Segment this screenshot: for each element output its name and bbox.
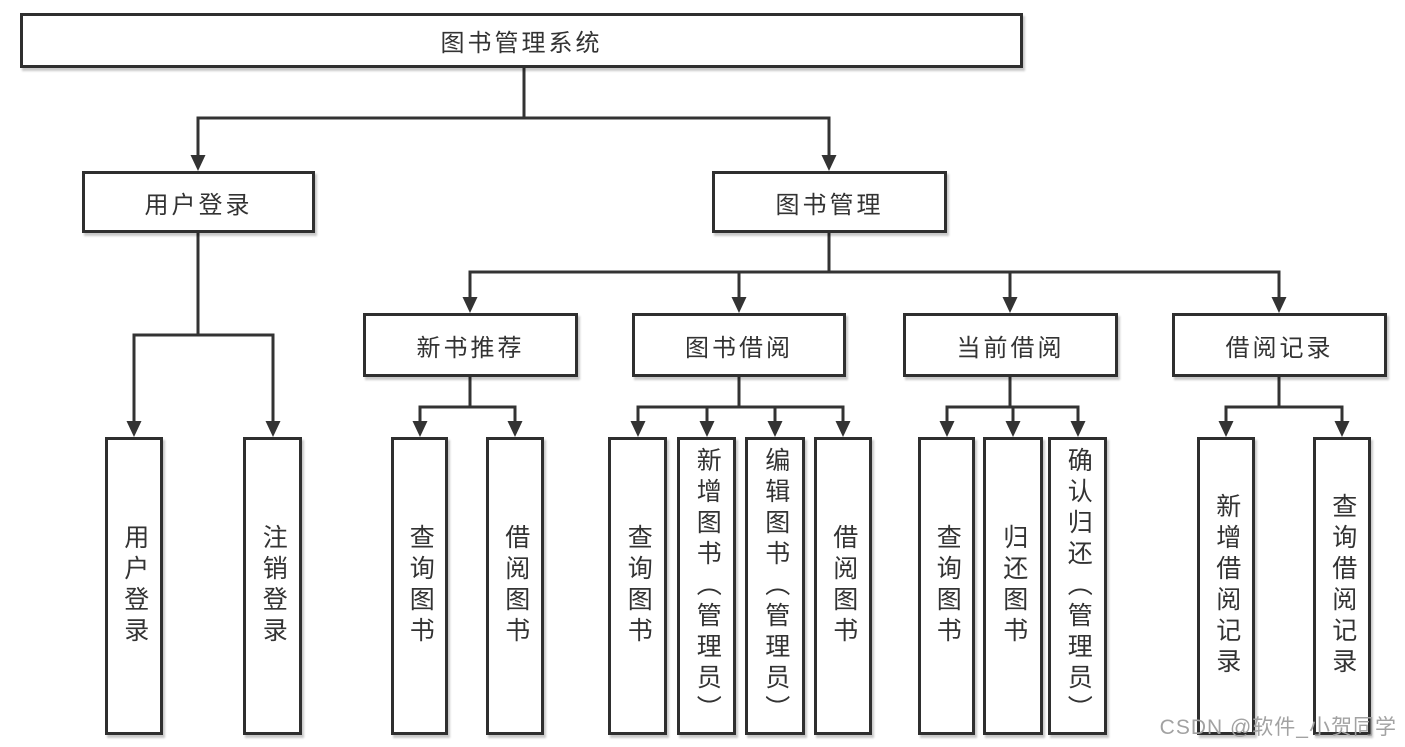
node-book-management: 图书管理 — [712, 171, 947, 233]
arrowheads-borrow-records-branch — [1218, 421, 1350, 437]
leaf-borrow-books-recommend: 借阅图书 — [486, 437, 544, 735]
leaf-logout-label: 注销登录 — [259, 524, 288, 648]
leaf-add-book-admin-label: 新增图书（管理员） — [693, 446, 722, 726]
node-new-book-recommend: 新书推荐 — [363, 313, 578, 377]
leaf-add-book-admin: 新增图书（管理员） — [677, 437, 736, 735]
leaf-return-book: 归还图书 — [983, 437, 1043, 735]
leaf-query-borrow-record: 查询借阅记录 — [1313, 437, 1371, 735]
leaf-user-login: 用户登录 — [105, 437, 163, 735]
leaf-query-borrow-record-label: 查询借阅记录 — [1328, 493, 1357, 679]
arrowheads-new-book-branch — [412, 421, 523, 437]
node-book-management-label: 图书管理 — [775, 191, 884, 219]
leaf-query-books-current: 查询图书 — [918, 437, 975, 735]
connector-borrow-records-branch — [1224, 375, 1344, 425]
connector-root-to-level2 — [196, 66, 831, 159]
connector-new-book-branch — [418, 375, 517, 425]
leaf-logout: 注销登录 — [243, 437, 302, 735]
leaf-query-books-borrow: 查询图书 — [608, 437, 667, 735]
arrowheads-book-management-branch — [462, 297, 1287, 313]
node-user-login: 用户登录 — [82, 171, 315, 233]
leaf-query-books-recommend-label: 查询图书 — [406, 524, 435, 648]
node-current-borrow: 当前借阅 — [903, 313, 1118, 377]
arrowheads-user-login-branch — [126, 421, 281, 437]
leaf-borrow-books-recommend-label: 借阅图书 — [501, 524, 530, 648]
node-book-borrow-label: 图书借阅 — [685, 334, 793, 362]
leaf-confirm-return-admin: 确认归还（管理员） — [1048, 437, 1107, 735]
leaf-edit-book-admin: 编辑图书（管理员） — [745, 437, 805, 735]
connector-book-borrow-branch — [636, 375, 845, 425]
watermark: CSDN @软件_小贺同学 — [1159, 716, 1397, 739]
connector-user-login-branch — [132, 231, 275, 425]
connector-book-management-branch — [468, 231, 1281, 301]
leaf-edit-book-admin-label: 编辑图书（管理员） — [761, 446, 790, 726]
leaf-confirm-return-admin-label: 确认归还（管理员） — [1064, 446, 1093, 726]
leaf-borrow-books-label: 借阅图书 — [829, 524, 858, 648]
node-new-book-recommend-label: 新书推荐 — [416, 334, 525, 362]
leaf-add-borrow-record-label: 新增借阅记录 — [1212, 493, 1241, 679]
leaf-borrow-books: 借阅图书 — [814, 437, 872, 735]
node-borrow-records-label: 借阅记录 — [1225, 334, 1334, 362]
node-book-borrow: 图书借阅 — [632, 313, 846, 377]
leaf-user-login-label: 用户登录 — [120, 524, 149, 648]
leaf-query-books-current-label: 查询图书 — [933, 524, 962, 648]
arrowheads-root-to-level2 — [190, 155, 837, 171]
leaf-query-books-borrow-label: 查询图书 — [624, 524, 653, 648]
node-borrow-records: 借阅记录 — [1172, 313, 1387, 377]
node-root: 图书管理系统 — [20, 13, 1023, 68]
connector-current-borrow-branch — [945, 375, 1080, 425]
node-current-borrow-label: 当前借阅 — [956, 334, 1065, 362]
leaf-return-book-label: 归还图书 — [999, 524, 1028, 648]
node-root-label: 图书管理系统 — [440, 30, 603, 57]
arrowheads-book-borrow-branch — [630, 421, 851, 437]
leaf-query-books-recommend: 查询图书 — [391, 437, 448, 735]
leaf-add-borrow-record: 新增借阅记录 — [1197, 437, 1255, 735]
node-user-login-label: 用户登录 — [144, 191, 253, 219]
arrowheads-current-borrow-branch — [939, 421, 1086, 437]
